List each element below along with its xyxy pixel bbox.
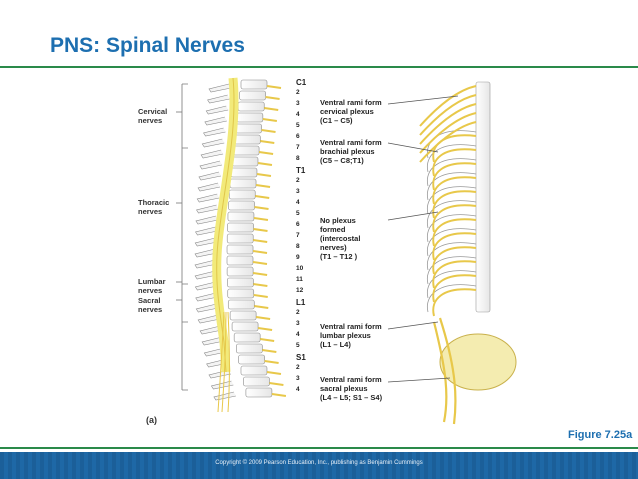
segment-label: 3 — [296, 320, 300, 327]
segment-label: 5 — [296, 210, 300, 217]
segment-label: 7 — [296, 144, 300, 151]
segment-label: 4 — [296, 111, 300, 118]
segment-label: 3 — [296, 375, 300, 382]
segment-label: 6 — [296, 221, 300, 228]
vertebral-column — [194, 79, 287, 401]
bottom-divider — [0, 447, 638, 449]
panel-label: (a) — [146, 415, 157, 425]
segment-label: 3 — [296, 188, 300, 195]
segment-label: 10 — [296, 265, 304, 272]
cauda-equina — [217, 311, 230, 413]
segment-label: 7 — [296, 232, 300, 239]
segment-label: 3 — [296, 100, 300, 107]
segment-label: 2 — [296, 364, 300, 371]
segment-label: 8 — [296, 243, 300, 250]
segment-label: 6 — [296, 133, 300, 140]
footer-bar: Copyright © 2009 Pearson Education, Inc.… — [0, 452, 638, 479]
segment-label: 4 — [296, 386, 300, 393]
segment-label: 2 — [296, 177, 300, 184]
segment-label: S1 — [296, 353, 306, 362]
segment-label: T1 — [296, 166, 306, 175]
pelvis — [439, 333, 517, 391]
thorax-nerve-illustration — [419, 81, 517, 425]
top-divider — [0, 66, 638, 68]
segment-label: 8 — [296, 155, 300, 162]
spine-illustration — [176, 77, 517, 425]
segment-label: 2 — [296, 89, 300, 96]
segment-label: 12 — [296, 287, 304, 294]
leader-lines — [387, 95, 459, 383]
segment-label: 2 — [296, 309, 300, 316]
page-title: PNS: Spinal Nerves — [50, 34, 245, 57]
segment-label: 4 — [296, 331, 300, 338]
segment-label: L1 — [296, 298, 306, 307]
region-brackets — [176, 83, 188, 391]
segment-label: 9 — [296, 254, 300, 261]
segment-label: 4 — [296, 199, 300, 206]
segment-label: C1 — [296, 78, 307, 87]
segment-label: 5 — [296, 342, 300, 349]
segment-label: 5 — [296, 122, 300, 129]
figure-reference: Figure 7.25a — [568, 429, 633, 441]
segment-label: 11 — [296, 276, 303, 283]
copyright-text: Copyright © 2009 Pearson Education, Inc.… — [215, 460, 423, 466]
